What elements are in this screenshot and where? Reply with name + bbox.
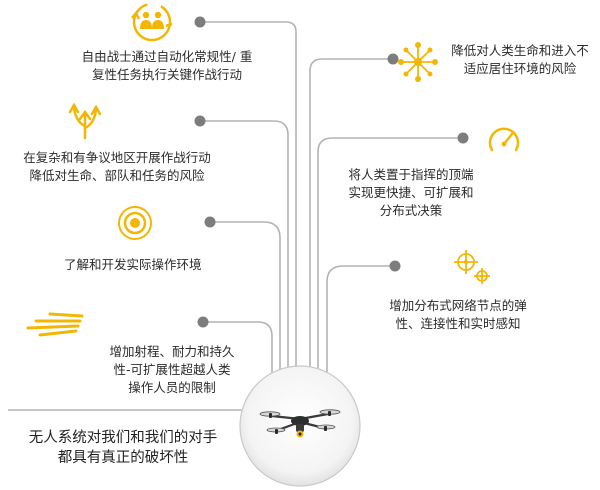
dot-endurance bbox=[197, 316, 209, 328]
dot-hazard bbox=[387, 53, 399, 65]
crosshair-nodes-icon bbox=[454, 250, 490, 284]
connector-environment bbox=[210, 221, 281, 388]
label-endurance: 增加射程、耐力和持久 性-可扩展性超越人类 操作人员的限制 bbox=[92, 343, 252, 397]
label-endurance-line: 操作人员的限制 bbox=[128, 380, 216, 395]
connector-network bbox=[326, 265, 395, 388]
label-command-line: 将人类置于指挥的顶端 bbox=[348, 167, 474, 182]
label-environment: 了解和开发实际操作环境 bbox=[64, 256, 202, 274]
people-exchange-icon bbox=[131, 2, 173, 42]
connector-autonomy bbox=[200, 21, 297, 372]
target-icon bbox=[118, 206, 152, 240]
label-network-line: 性、连接性和实时感知 bbox=[395, 316, 521, 331]
label-network-line: 增加分布式网络节点的弹 bbox=[389, 298, 527, 313]
label-hazard: 降低对人类生命和进入不 适应居住环境的风险 bbox=[440, 42, 600, 78]
label-command-line: 分布式决策 bbox=[379, 203, 443, 218]
label-command-line: 实现更快捷、可扩展和 bbox=[348, 185, 474, 200]
label-risk-area-line: 降低对生命、部队和任务的风险 bbox=[29, 168, 205, 183]
summary-line: 都具有真正的破坏性 bbox=[57, 450, 189, 466]
dot-autonomy bbox=[194, 16, 206, 28]
label-autonomy: 自由战士通过自动化常规性/ 重 复性任务执行关键作战行动 bbox=[62, 48, 272, 84]
label-command: 将人类置于指挥的顶端 实现更快捷、可扩展和 分布式决策 bbox=[336, 166, 486, 220]
summary-line: 无人系统对我们和我们的对手 bbox=[28, 430, 218, 446]
connector-command bbox=[317, 137, 463, 378]
dot-network bbox=[389, 260, 401, 272]
connector-endurance bbox=[203, 321, 273, 400]
dot-command bbox=[457, 132, 469, 144]
label-hazard-line: 降低对人类生命和进入不 bbox=[451, 43, 589, 58]
summary-text: 无人系统对我们和我们的对手 都具有真正的破坏性 bbox=[8, 428, 238, 468]
drone-icon bbox=[259, 409, 341, 438]
label-environment-line: 了解和开发实际操作环境 bbox=[64, 257, 202, 272]
connector-risk-area bbox=[200, 120, 289, 378]
dot-environment bbox=[204, 216, 216, 228]
label-autonomy-line: 自由战士通过自动化常规性/ 重 bbox=[81, 49, 253, 64]
gauge-icon bbox=[488, 127, 520, 152]
label-endurance-line: 增加射程、耐力和持久 bbox=[109, 344, 235, 359]
label-autonomy-line: 复性任务执行关键作战行动 bbox=[91, 67, 242, 82]
label-risk-area-line: 在复杂和有争议地区开展作战行动 bbox=[23, 150, 211, 165]
label-network: 增加分布式网络节点的弹 性、连接性和实时感知 bbox=[378, 297, 538, 333]
drone-hub bbox=[239, 365, 361, 487]
label-risk-area: 在复杂和有争议地区开展作战行动 降低对生命、部队和任务的风险 bbox=[4, 149, 230, 185]
label-endurance-line: 性-可扩展性超越人类 bbox=[113, 362, 231, 377]
speed-lines-icon bbox=[26, 312, 84, 337]
connector-hazard bbox=[309, 58, 393, 372]
branching-arrows-icon bbox=[68, 102, 102, 140]
dot-risk-area bbox=[194, 115, 206, 127]
label-hazard-line: 适应居住环境的风险 bbox=[463, 61, 577, 76]
network-nodes-icon bbox=[398, 42, 438, 82]
